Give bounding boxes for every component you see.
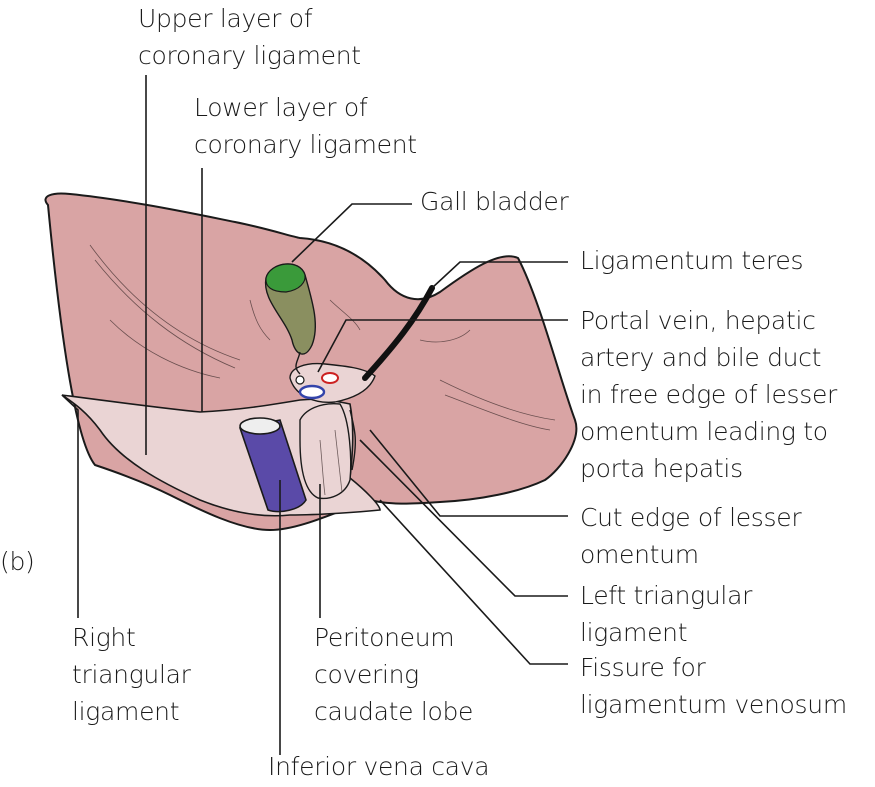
leader-cut-edge xyxy=(369,429,568,517)
ligamentum-teres xyxy=(362,285,435,381)
leader-gall-bladder xyxy=(291,203,412,263)
fissure-ligamentum-venosum xyxy=(349,409,357,471)
panel-label: (b) xyxy=(0,547,35,576)
fibre-strokes xyxy=(89,244,556,496)
label-ligamentum-teres: Ligamentum teres xyxy=(580,246,804,275)
leader-right-triangular xyxy=(61,394,79,618)
label-gall-bladder: Gall bladder xyxy=(420,187,569,216)
bile-duct-opening xyxy=(295,375,305,385)
hepatic-artery-opening xyxy=(321,372,339,384)
leader-portal-vein xyxy=(317,319,568,373)
leader-ligamentum-teres xyxy=(431,261,568,289)
leader-lines xyxy=(61,75,568,755)
caudate-lobe xyxy=(299,403,352,500)
ivc-opening xyxy=(239,417,281,435)
cystic-duct xyxy=(295,351,301,375)
leader-fissure xyxy=(379,499,568,665)
ivc-tube xyxy=(238,419,307,513)
label-ivc: Inferior vena cava xyxy=(268,752,490,781)
leader-left-triangular xyxy=(359,439,568,597)
portal-vein-opening xyxy=(298,384,326,400)
gall-bladder-fundus xyxy=(265,263,306,293)
